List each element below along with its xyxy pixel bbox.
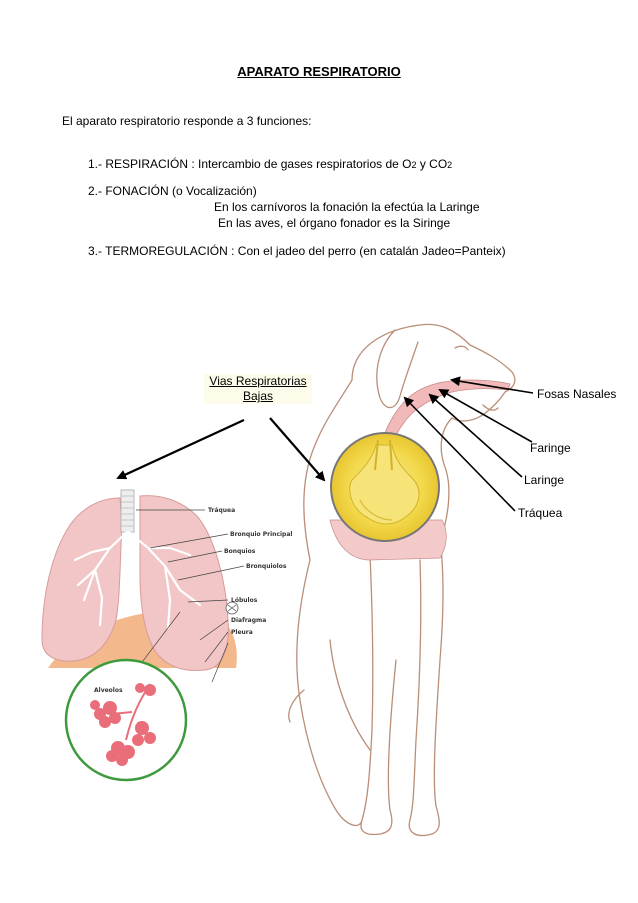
function-3: 3.- TERMOREGULACIÓN : Con el jadeo del p… bbox=[88, 244, 506, 258]
arrow-laringe bbox=[428, 393, 523, 478]
lungs-diagram: Tráquea Bronquio Principal Bonquios Bron… bbox=[41, 489, 292, 782]
label-laringe: Laringe bbox=[524, 473, 565, 487]
lung-label-bronquio: Bronquio Principal bbox=[230, 531, 292, 538]
lung-label-traquea: Tráquea bbox=[208, 507, 235, 514]
thorax-zoom bbox=[330, 432, 440, 542]
dog-outline bbox=[288, 323, 516, 837]
arrow-to-lungs bbox=[116, 419, 245, 480]
function-1-sub-o2: 2 bbox=[411, 160, 417, 170]
label-faringe: Faringe bbox=[530, 441, 571, 455]
function-2-line-1: En los carnívoros la fonación la efectúa… bbox=[214, 200, 480, 214]
lung-label-diafragma: Diafragma bbox=[231, 617, 266, 624]
page-title: APARATO RESPIRATORIO bbox=[237, 64, 401, 79]
function-2: 2.- FONACIÓN (o Vocalización) bbox=[88, 184, 257, 198]
arrow-traquea bbox=[403, 396, 516, 512]
arrow-fosas bbox=[450, 376, 534, 394]
function-1-mid: y CO bbox=[416, 157, 448, 171]
intro-text: El aparato respiratorio responde a 3 fun… bbox=[62, 114, 312, 128]
label-fosas-nasales: Fosas Nasales bbox=[537, 387, 617, 401]
function-1: 1.- RESPIRACIÓN : Intercambio de gases r… bbox=[88, 157, 452, 171]
label-traquea: Tráquea bbox=[518, 506, 563, 520]
lung-label-bronquiolos: Bronquiolos bbox=[246, 563, 287, 570]
function-2-line-2: En las aves, el órgano fonador es la Sir… bbox=[218, 216, 451, 230]
lung-label-pleura: Pleura bbox=[231, 629, 253, 636]
lung-label-lobulos: Lóbulos bbox=[231, 597, 258, 604]
vias-line-1: Vias Respiratorias bbox=[209, 374, 307, 388]
lung-label-alveolos: Alveolos bbox=[94, 687, 123, 694]
arrow-to-thorax bbox=[269, 417, 326, 482]
vias-respiratorias-label: Vias Respiratorias Bajas bbox=[204, 374, 312, 404]
lung-label-bronquios: Bonquios bbox=[224, 548, 256, 555]
function-1-text: 1.- RESPIRACIÓN : Intercambio de gases r… bbox=[88, 157, 412, 171]
function-1-sub-co2: 2 bbox=[447, 160, 453, 170]
vias-line-2: Bajas bbox=[242, 389, 274, 403]
arrow-faringe bbox=[438, 389, 533, 443]
